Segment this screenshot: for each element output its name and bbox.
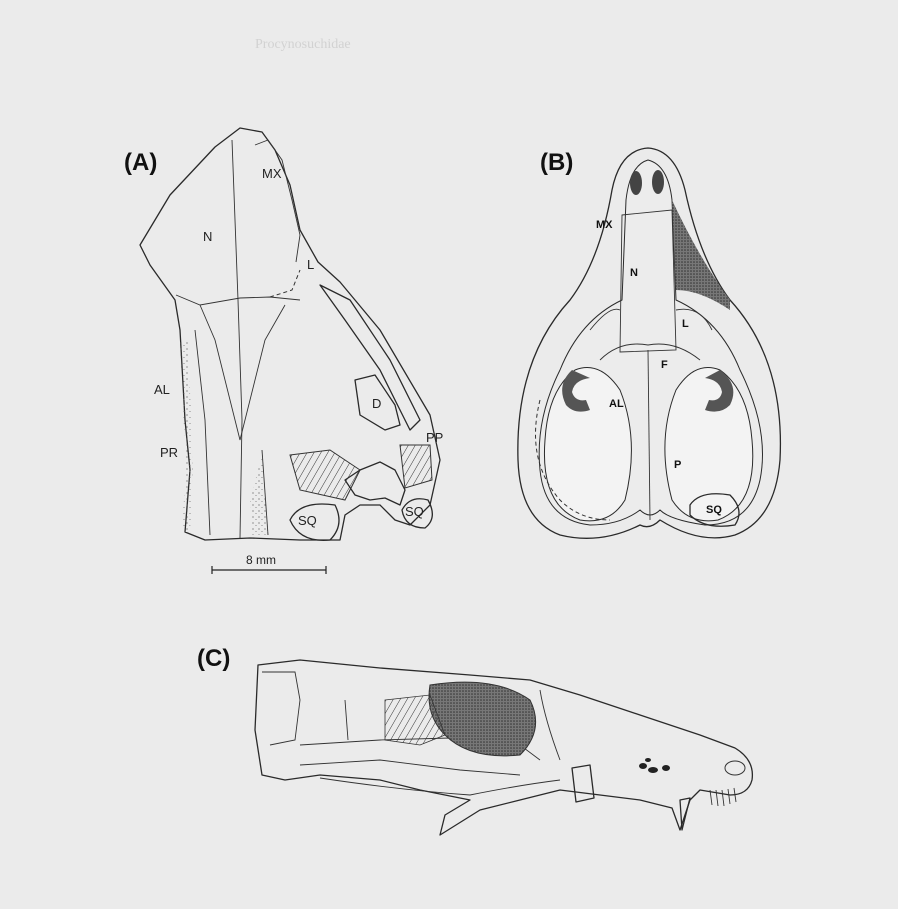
panel-c-foramen-4 <box>645 758 651 762</box>
panel-a-label-d: D <box>372 396 381 411</box>
panel-b-temporal-fenestra-left <box>544 368 631 521</box>
panel-a-label-sq-left: SQ <box>298 513 317 528</box>
panel-b-label-p: P <box>674 459 681 471</box>
panel-b-label: (B) <box>540 149 573 176</box>
panel-b-label-n: N <box>630 267 638 279</box>
panel-a-label: (A) <box>124 149 157 176</box>
faint-header-text: Procynosuchidae <box>255 37 351 52</box>
panel-b-label-sq: SQ <box>706 504 722 516</box>
panel-b-label-f: F <box>661 359 668 371</box>
panel-b-nostril-right <box>652 170 664 194</box>
panel-b-label-l: L <box>682 318 689 330</box>
panel-c-foramen-2 <box>648 767 658 773</box>
panel-a-label-sq-right: SQ <box>405 504 424 519</box>
panel-a-label-al: AL <box>154 382 170 397</box>
panel-a-scale-text: 8 mm <box>246 553 276 567</box>
panel-a-hatched-pp <box>400 445 432 488</box>
panel-a-label-n: N <box>203 229 212 244</box>
panel-a-label-pr: PR <box>160 445 178 460</box>
panel-a-label-l: L <box>307 257 314 272</box>
panel-b-label-al: AL <box>609 398 624 410</box>
panel-c-foramen-3 <box>662 765 670 771</box>
panel-a-label-pp: PP <box>426 430 443 445</box>
panel-a-label-mx: MX <box>262 166 282 181</box>
panel-c-foramen-1 <box>639 763 647 769</box>
panel-b-nostril-left <box>630 171 642 195</box>
panel-c-label: (C) <box>197 645 230 672</box>
panel-b-label-mx: MX <box>596 219 613 231</box>
